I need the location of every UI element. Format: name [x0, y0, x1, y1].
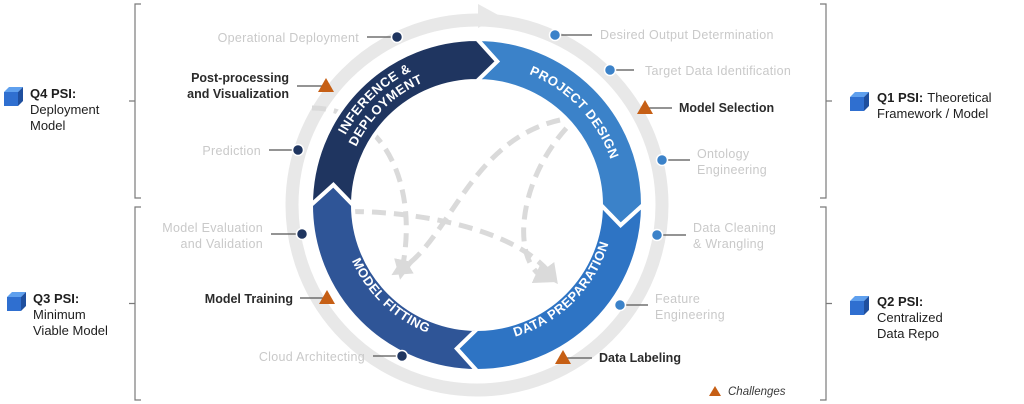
- bracket-q1: [820, 3, 832, 199]
- quarter-description: Data Repo: [877, 326, 939, 341]
- cube-icon: [850, 92, 869, 111]
- legend: Challenges: [709, 386, 786, 398]
- step-label: Desired Output Determination: [600, 28, 774, 42]
- challenge-triangle-icon: [555, 350, 571, 364]
- step-dot-icon: [390, 30, 404, 44]
- dashed-connector-3: [311, 105, 414, 280]
- step-model-evaluation-validation: Model Evaluation and Validation: [162, 221, 309, 251]
- quarter-title-line: Q3 PSI:: [33, 291, 79, 306]
- step-label: Cloud Architecting: [259, 350, 365, 364]
- step-label: Model Training: [205, 292, 293, 306]
- step-cloud-architecting: Cloud Architecting: [259, 349, 409, 364]
- challenge-triangle-icon: [318, 78, 334, 92]
- quarter-title: Q2 PSI:: [877, 294, 923, 309]
- challenge-triangle-icon: [319, 290, 335, 304]
- bracket-q2: [820, 206, 832, 401]
- quarter-brackets: [129, 3, 832, 401]
- phase-ring-labels: PROJECT DESIGN DATA PREPARATION MODEL FI…: [335, 60, 622, 339]
- step-dot-icon: [613, 298, 627, 312]
- step-label: Feature: [655, 292, 700, 306]
- phase-ring: [308, 36, 646, 374]
- step-target-data-identification: Target Data Identification: [603, 63, 791, 78]
- quarter-title: Q1 PSI:: [877, 90, 923, 105]
- legend-label: Challenges: [728, 386, 786, 398]
- quarter-title-line: Q2 PSI:: [877, 294, 923, 309]
- step-dot-icon: [295, 227, 309, 241]
- challenge-triangle-icon: [637, 100, 653, 114]
- step-label: Operational Deployment: [218, 31, 360, 45]
- step-model-selection: Model Selection: [637, 100, 774, 115]
- quarter-title-rest: Theoretical: [927, 90, 991, 105]
- quarter-title: Q4 PSI:: [30, 86, 76, 101]
- step-label: Target Data Identification: [645, 64, 791, 78]
- step-dot-icon: [603, 63, 617, 77]
- quarter-description: Viable Model: [33, 323, 108, 338]
- step-label: Engineering: [655, 308, 725, 322]
- outer-cycle-ring: [285, 4, 669, 397]
- step-desired-output-determination: Desired Output Determination: [548, 28, 774, 42]
- quarter-description: Centralized: [877, 310, 943, 325]
- step-dot-icon: [548, 28, 562, 42]
- step-label: and Validation: [180, 237, 263, 251]
- dashed-connector-2: [327, 208, 558, 285]
- step-dot-icon: [395, 349, 409, 363]
- phase-segment-data-preparation: [454, 200, 646, 374]
- phase-segment-inference-deployment: [308, 36, 500, 210]
- quarter-title-line: Q4 PSI:: [30, 86, 76, 101]
- cube-icon: [4, 87, 23, 106]
- step-label: Data Labeling: [599, 351, 681, 365]
- step-label: Model Selection: [679, 101, 774, 115]
- quarter-description: Minimum: [33, 307, 86, 322]
- step-label: Ontology: [697, 147, 750, 161]
- step-label: Data Cleaning: [693, 221, 776, 235]
- quarter-description: Model: [30, 118, 66, 133]
- step-model-training: Model Training: [205, 290, 335, 306]
- cube-icon: [7, 292, 26, 311]
- step-data-cleaning-wrangling: Data Cleaning & Wrangling: [650, 221, 776, 251]
- step-label: and Visualization: [187, 87, 289, 101]
- quarter-title: Q3 PSI:: [33, 291, 79, 306]
- step-dot-icon: [650, 228, 664, 242]
- step-data-labeling: Data Labeling: [555, 350, 681, 365]
- step-dot-icon: [655, 153, 669, 167]
- step-label: & Wrangling: [693, 237, 764, 251]
- step-post-processing-visualization: Post-processing and Visualization: [187, 71, 334, 101]
- step-label: Prediction: [202, 144, 261, 158]
- step-prediction: Prediction: [202, 143, 305, 158]
- bracket-q3: [129, 206, 141, 401]
- challenge-triangle-icon: [709, 386, 721, 396]
- step-operational-deployment: Operational Deployment: [218, 30, 404, 45]
- quarter-description: Framework / Model: [877, 106, 988, 121]
- step-label: Engineering: [697, 163, 767, 177]
- step-dot-icon: [291, 143, 305, 157]
- cube-icon: [850, 296, 869, 315]
- outer-ring-arrow-icon: [478, 4, 500, 28]
- quarter-description: Deployment: [30, 102, 100, 117]
- quarter-title-line: Q1 PSI: Theoretical: [877, 90, 992, 105]
- step-label: Post-processing: [191, 71, 289, 85]
- bracket-q4: [129, 3, 141, 199]
- dashed-connector-4: [391, 117, 561, 276]
- step-label: Model Evaluation: [162, 221, 263, 235]
